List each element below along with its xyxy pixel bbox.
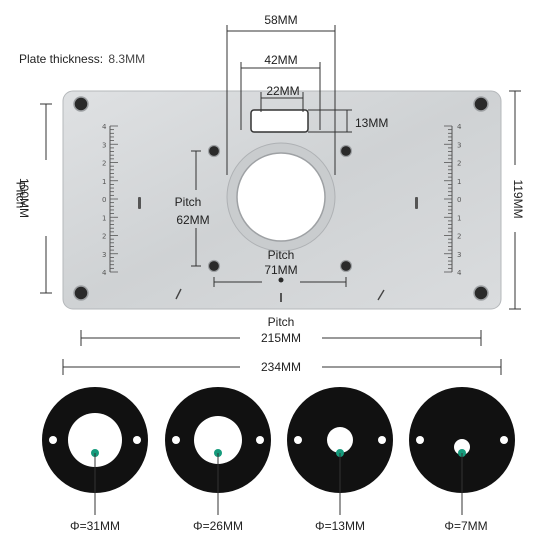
total119-label: 119MM [511, 179, 525, 219]
reducer-rings [42, 387, 515, 515]
mount-holes [207, 144, 353, 273]
dim-pitch100-lines [40, 103, 52, 294]
ring-13-label: Φ=13MM [315, 519, 365, 533]
dim-total234-lines [62, 359, 502, 375]
ruler-left-label: 3 [102, 141, 106, 149]
ring-26-label: Φ=26MM [193, 519, 243, 533]
ruler-right-label: 4 [457, 269, 462, 277]
dim-22-lines [260, 92, 304, 112]
plate-thickness: Plate thickness: 8.3MM [19, 52, 145, 66]
ruler-right: 4 3 2 1 0 1 2 3 4 [444, 123, 462, 277]
dim-13-label: 13MM [355, 116, 389, 130]
corner-hole-bottom-right [473, 285, 489, 301]
dim-58-lines [226, 25, 336, 175]
mount-hole-tl [207, 144, 221, 158]
ruler-left-label: 1 [102, 178, 106, 186]
corner-holes [73, 96, 489, 301]
dim-13-lines [308, 109, 352, 133]
total234-label: 234MM [260, 360, 302, 374]
ruler-left-label: 4 [102, 123, 107, 131]
corner-hole-top-right [473, 96, 489, 112]
ruler-right-label: 4 [457, 123, 462, 131]
small-hole-lower [278, 277, 284, 283]
ring-7 [409, 387, 515, 515]
dim-42-label: 42MM [264, 53, 298, 67]
plate-thickness-label: Plate thickness: [19, 52, 104, 66]
ring-31 [42, 387, 148, 515]
bottom-slot-mark [280, 293, 282, 302]
pitch62-label: 62MM [176, 213, 210, 227]
mount-hole-br [339, 259, 353, 273]
ruler-left-label: 2 [102, 233, 106, 241]
top-slot [250, 109, 309, 133]
ring-13 [287, 387, 393, 515]
ruler-right-label: 3 [457, 141, 461, 149]
ruler-right-label: 0 [457, 196, 461, 204]
corner-hole-top-left [73, 96, 89, 112]
dim-22-label: 22MM [266, 84, 300, 98]
ruler-left-label: 2 [102, 160, 106, 168]
dim-total119-lines [509, 90, 521, 310]
left-slot-mark [138, 197, 141, 209]
center-hole [236, 152, 326, 242]
dim-pitch71-lines [213, 277, 347, 287]
pitch100-label: 100MM [17, 177, 31, 218]
pitch215-word: Pitch [267, 315, 295, 329]
dim-42-lines [240, 62, 321, 130]
ruler-right-label: 2 [457, 233, 461, 241]
dim-58-label: 58MM [264, 13, 298, 27]
ruler-left-label: 1 [102, 214, 106, 222]
ruler-right-label: 1 [457, 214, 461, 222]
ring-26 [165, 387, 271, 515]
mount-hole-bl [207, 259, 221, 273]
angle-mark-right [377, 289, 385, 301]
ring-31-label: Φ=31MM [70, 519, 120, 533]
pitch71-label: 71MM [264, 263, 298, 277]
ruler-left: 4 3 2 1 0 1 2 3 4 [102, 123, 118, 277]
ruler-left-label: 4 [102, 269, 107, 277]
plate-thickness-value: 8.3MM [108, 52, 146, 66]
pitch215-label: 215MM [260, 331, 302, 345]
ruler-right-label: 3 [457, 251, 461, 259]
pitch62-word: Pitch [174, 195, 202, 209]
ruler-right-label: 1 [457, 178, 461, 186]
right-slot-mark [415, 197, 418, 209]
mount-hole-tr [339, 144, 353, 158]
angle-mark-left [175, 288, 182, 300]
ruler-right-label: 2 [457, 160, 461, 168]
ruler-left-label: 0 [102, 196, 106, 204]
dim-pitch62-lines [191, 150, 201, 267]
dim-pitch215-lines [80, 330, 482, 346]
corner-hole-bottom-left [73, 285, 89, 301]
ring-7-label: Φ=7MM [444, 519, 488, 533]
ruler-left-label: 3 [102, 251, 106, 259]
pitch71-word: Pitch [267, 248, 295, 262]
